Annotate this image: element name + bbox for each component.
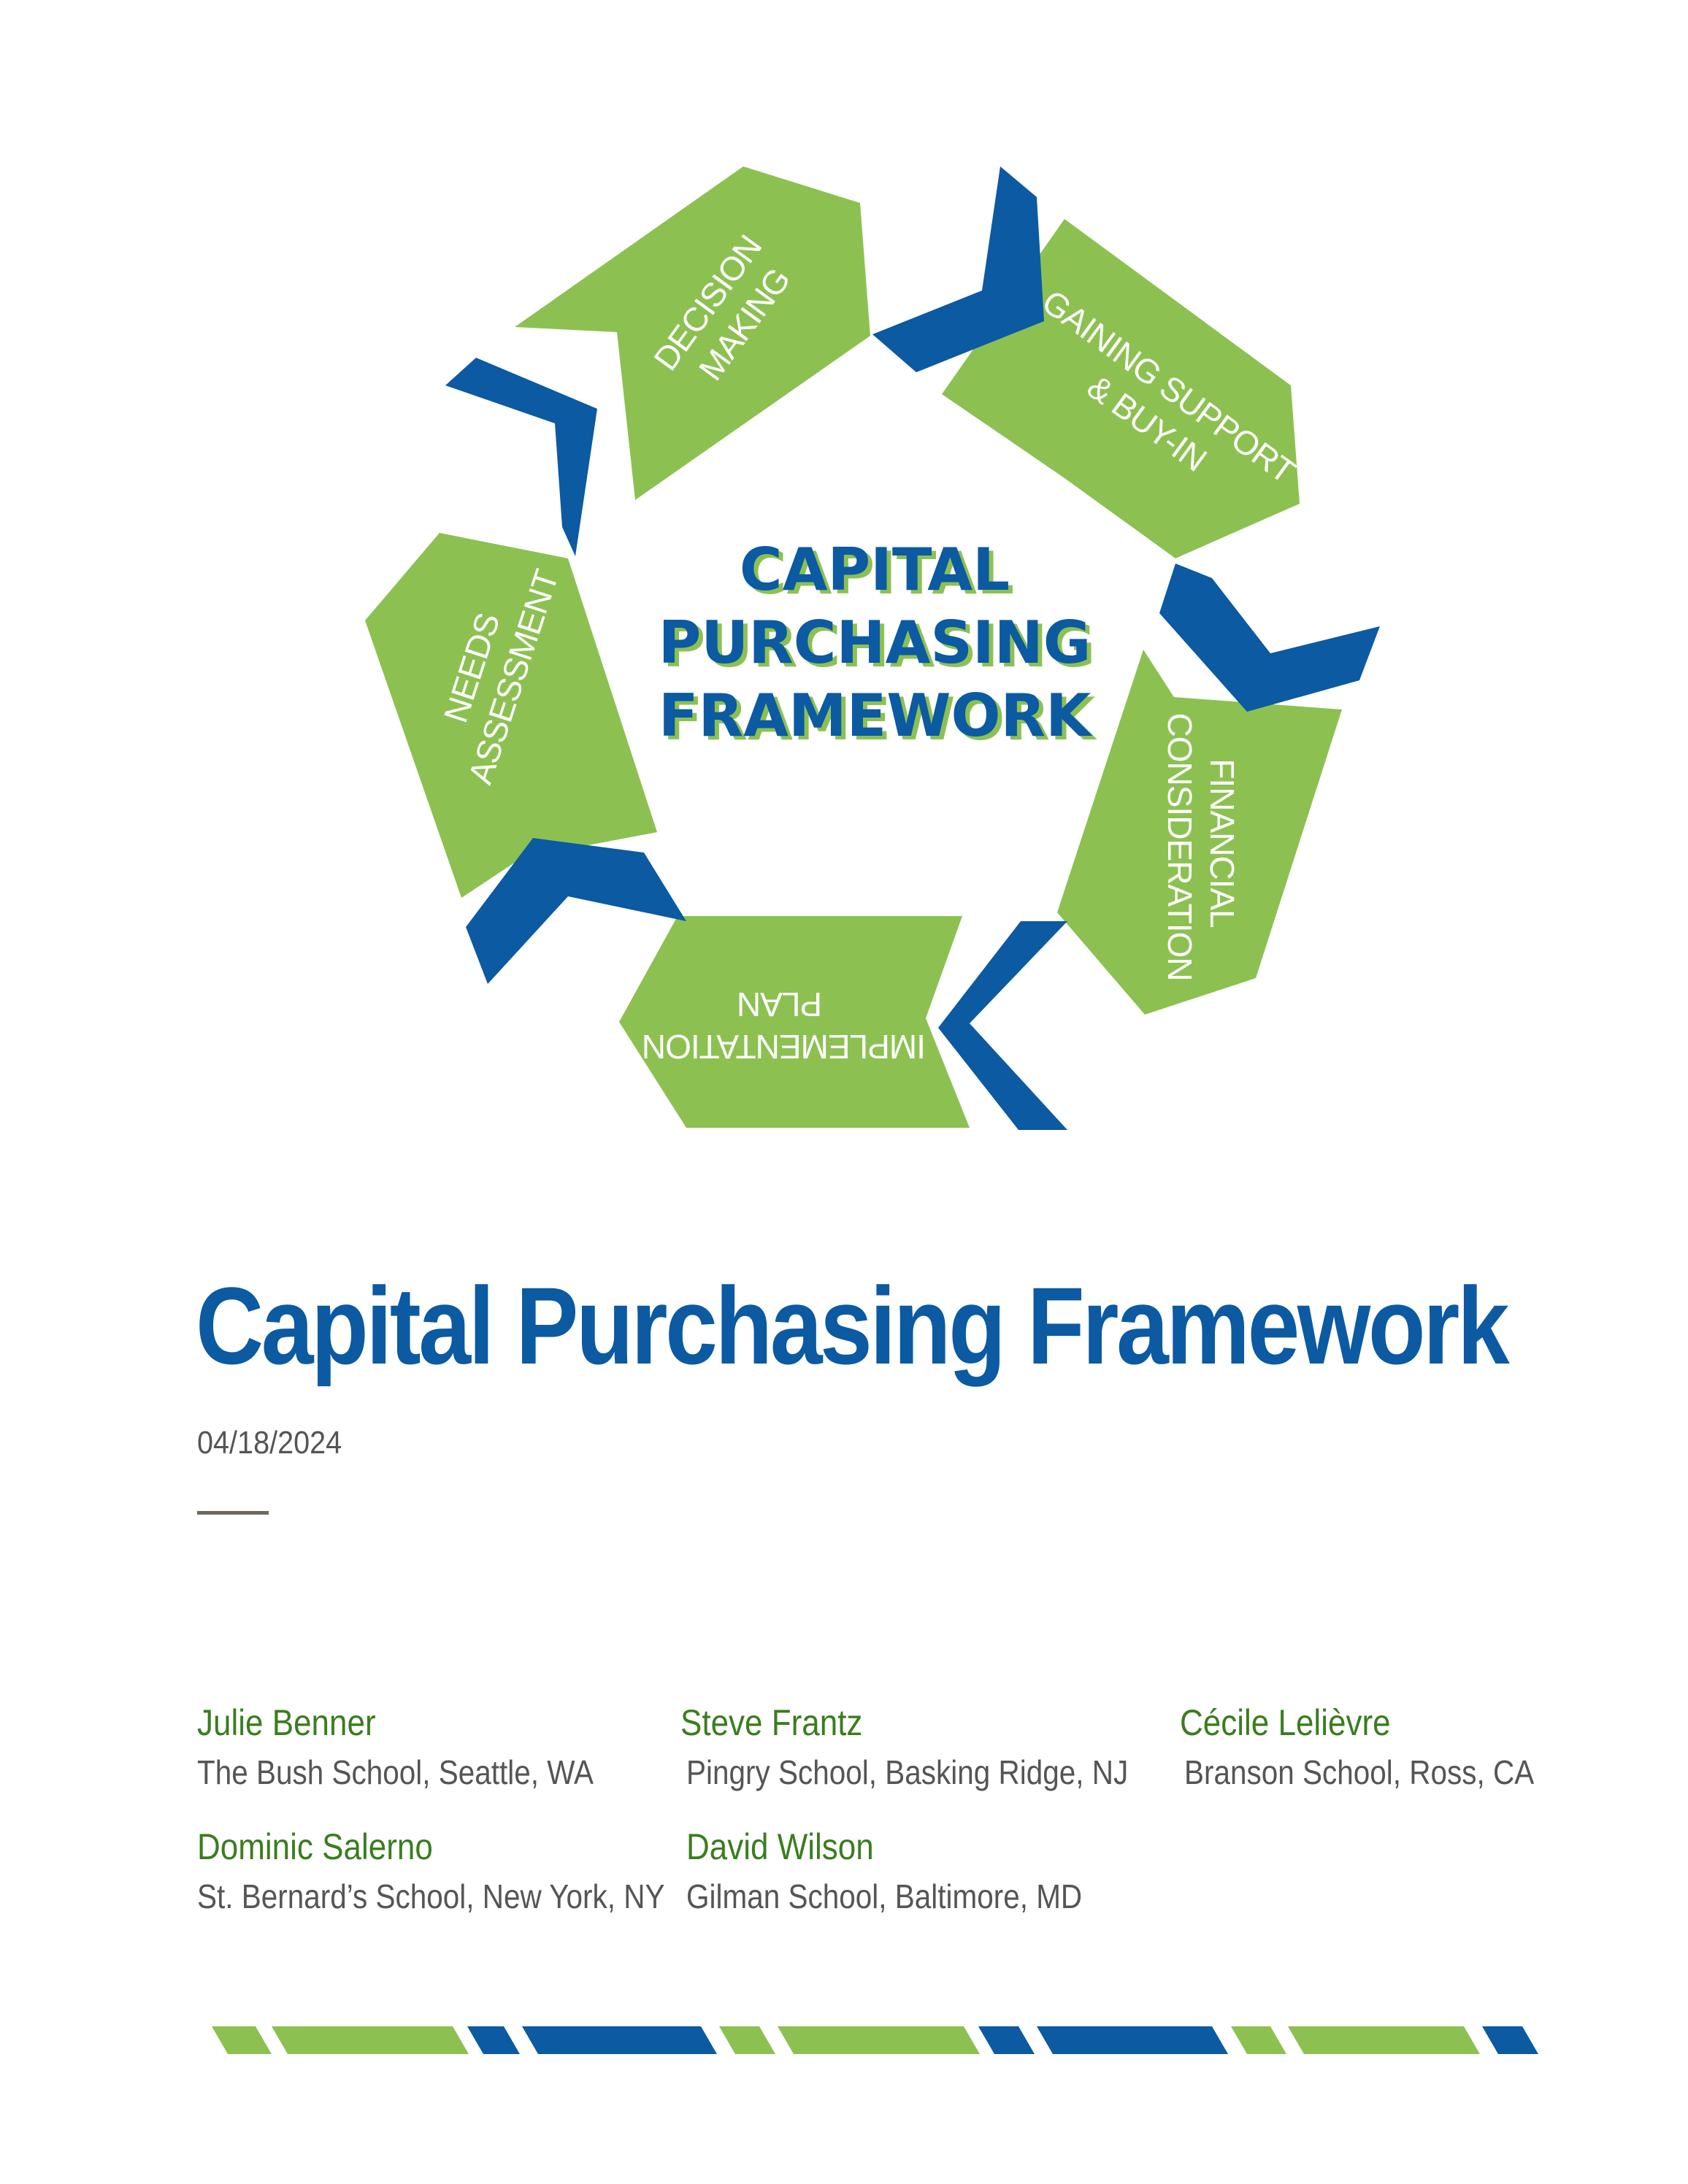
document-date: 04/18/2024 <box>197 1425 342 1461</box>
chevron-arrow-bottom-left <box>466 838 686 984</box>
center-title-line-2: PURCHASING <box>659 609 1092 677</box>
center-title-line-1: CAPITAL <box>740 536 1010 604</box>
segment-decision-making: DECISION MAKING <box>515 166 870 500</box>
author-5: David Wilson Gilman School, Baltimore, M… <box>686 1825 1136 1918</box>
author-name: David Wilson <box>686 1826 874 1867</box>
author-affiliation: Branson School, Ross, CA <box>1184 1753 1535 1791</box>
author-2: Steve Frantz Pingry School, Basking Ridg… <box>680 1701 1189 1794</box>
svg-text:FINANCIAL CONSIDERATION: FINANCIAL CONSIDERATION <box>1161 713 1241 981</box>
chevron-arrow-right <box>1159 564 1380 712</box>
author-affiliation: The Bush School, Seattle, WA <box>197 1753 594 1791</box>
svg-text:PURCHASING: PURCHASING <box>663 612 1096 680</box>
document-title: Capital Purchasing Framework <box>196 1264 1510 1387</box>
author-1: Julie Benner The Bush School, Seattle, W… <box>197 1701 648 1794</box>
cycle-diagram: DECISION MAKING GAINING SUPPORT & BUY-IN… <box>365 166 1380 1130</box>
author-affiliation: St. Bernard’s School, New York, NY <box>197 1877 665 1915</box>
segment-label-implementation: IMPLEMENTATION <box>642 1028 926 1066</box>
segment-label-plan: PLAN <box>737 985 822 1023</box>
author-affiliation: Pingry School, Basking Ridge, NJ <box>686 1753 1129 1791</box>
chevron-arrow-bottom-right <box>938 921 1067 1130</box>
decorative-stripe <box>212 2026 1538 2054</box>
svg-text:CAPITAL: CAPITAL <box>744 539 1014 607</box>
chevron-arrow-left <box>445 358 597 556</box>
author-affiliation: Gilman School, Baltimore, MD <box>686 1877 1083 1915</box>
author-4: Dominic Salerno St. Bernard’s School, Ne… <box>197 1825 729 1918</box>
svg-text:IMPLEMENTATION PLAN: IMPLEMENTATION PLAN <box>634 985 926 1066</box>
author-name: Steve Frantz <box>680 1702 863 1743</box>
title-divider <box>197 1511 269 1515</box>
center-title: CAPITAL CAPITAL PURCHASING PURCHASING FR… <box>659 536 1098 753</box>
author-name: Cécile Lelièvre <box>1180 1702 1391 1743</box>
segment-needs-assessment: NEEDS ASSESSMENT <box>365 533 657 898</box>
segment-financial-consideration: FINANCIAL CONSIDERATION <box>1057 650 1342 1015</box>
svg-text:FRAMEWORK: FRAMEWORK <box>663 685 1097 753</box>
author-name: Julie Benner <box>197 1702 376 1743</box>
segment-label-consideration: CONSIDERATION <box>1161 713 1199 981</box>
chevron-arrow-top <box>872 166 1044 372</box>
center-title-line-3: FRAMEWORK <box>659 682 1093 750</box>
author-name: Dominic Salerno <box>197 1826 433 1867</box>
segment-label-financial: FINANCIAL <box>1203 758 1241 928</box>
author-3: Cécile Lelièvre Branson School, Ross, CA <box>1180 1701 1582 1794</box>
segment-implementation-plan: IMPLEMENTATION PLAN <box>619 916 970 1128</box>
